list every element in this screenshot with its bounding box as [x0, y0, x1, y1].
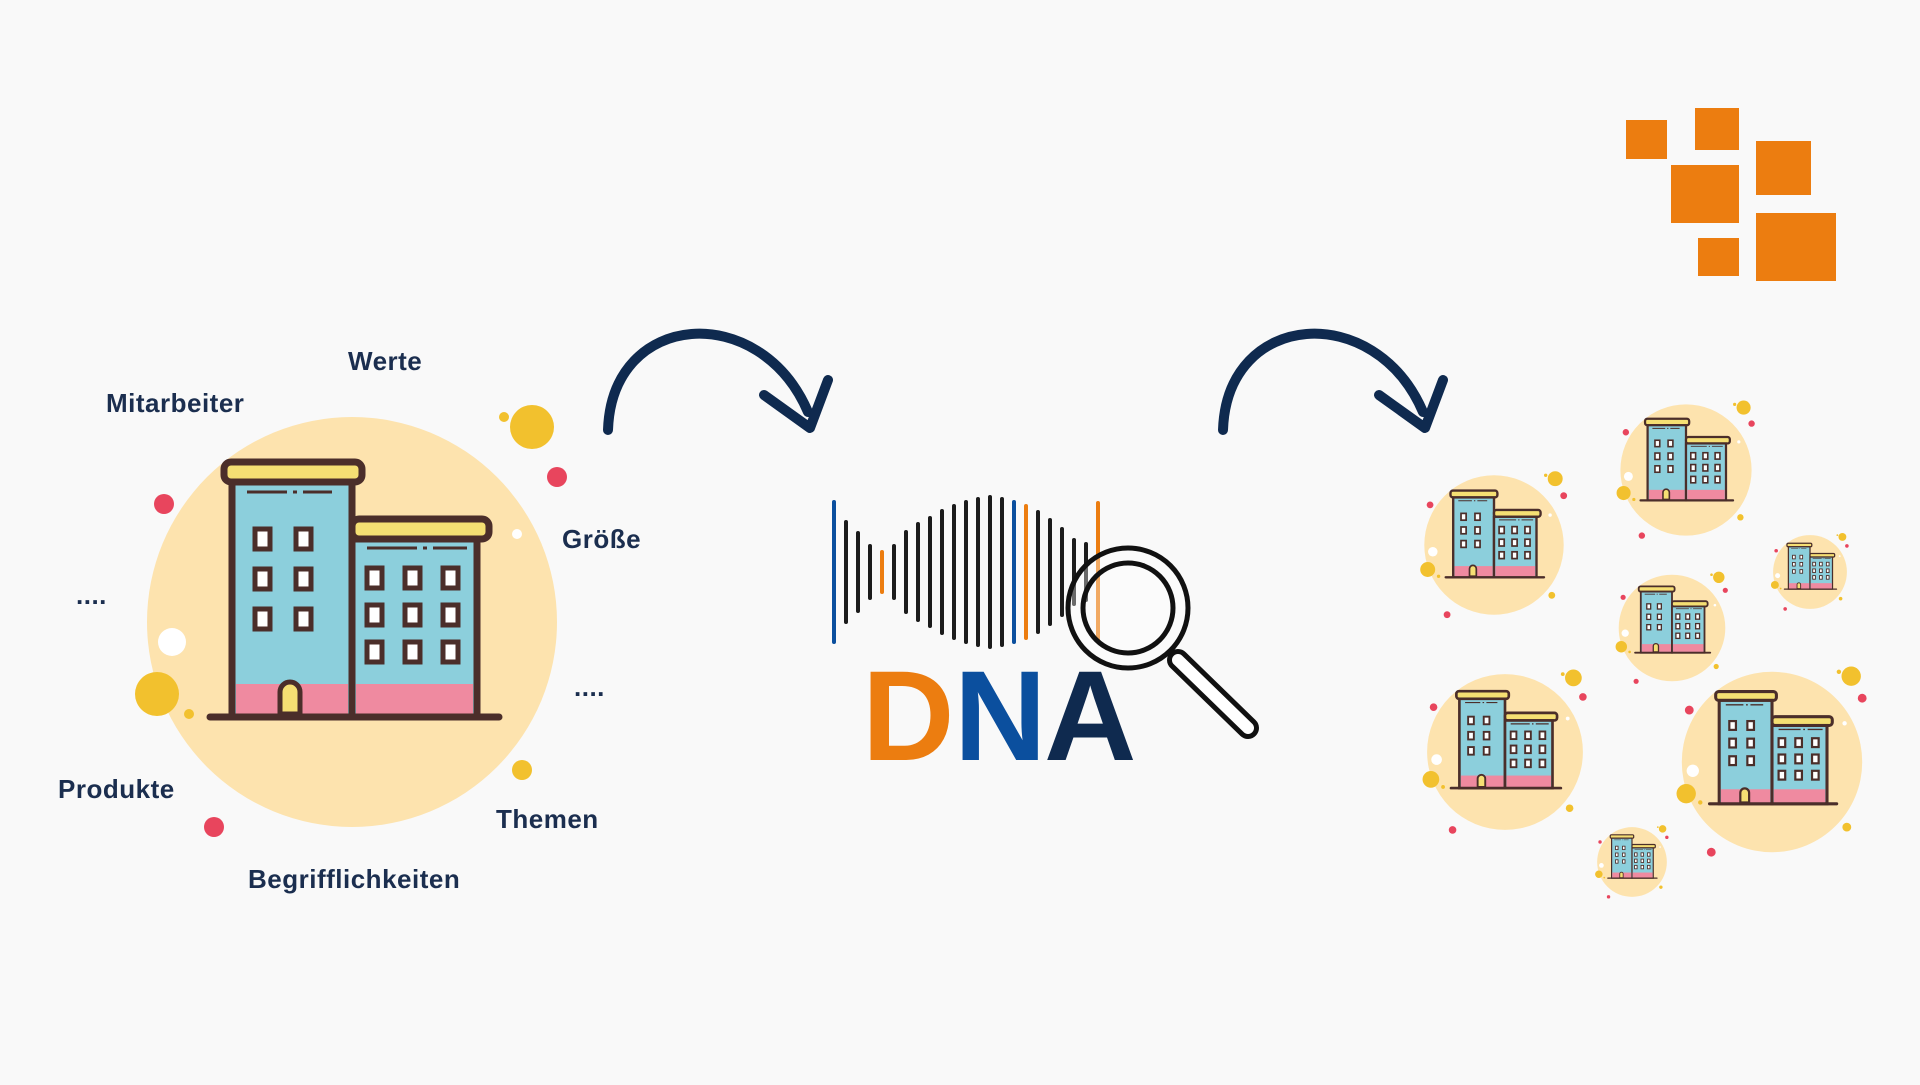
arrow-to-companies: [1218, 328, 1448, 435]
magnifier-icon: [1065, 545, 1259, 739]
arrow-to-dna: [603, 328, 833, 435]
company-icon: [1617, 401, 1755, 539]
company-icon: [1423, 670, 1587, 834]
label-groesse: Größe: [562, 524, 642, 554]
label-mitarbeiter: Mitarbeiter: [106, 388, 245, 418]
label-produkte: Produkte: [58, 774, 175, 804]
label-ellipsis-left: ....: [76, 580, 107, 610]
company-building-illustration: [135, 405, 567, 837]
company-icon: [1677, 667, 1867, 857]
dna-waveform: [832, 495, 1100, 649]
label-ellipsis-right: ....: [574, 672, 605, 702]
company-icon: [1420, 471, 1567, 618]
label-werte: Werte: [348, 346, 423, 376]
company-logo: [1626, 108, 1836, 281]
dna-wordmark: D N A: [862, 645, 1136, 788]
dna-letter-d: D: [862, 645, 954, 788]
company-icon: [1616, 572, 1728, 684]
dna-letter-n: N: [954, 645, 1046, 788]
label-themen: Themen: [496, 804, 599, 834]
company-icon: [1595, 825, 1668, 898]
label-begrifflichkeiten: Begrifflichkeiten: [248, 864, 461, 894]
company-icon: [1771, 533, 1849, 611]
company-cluster: [1420, 401, 1866, 899]
